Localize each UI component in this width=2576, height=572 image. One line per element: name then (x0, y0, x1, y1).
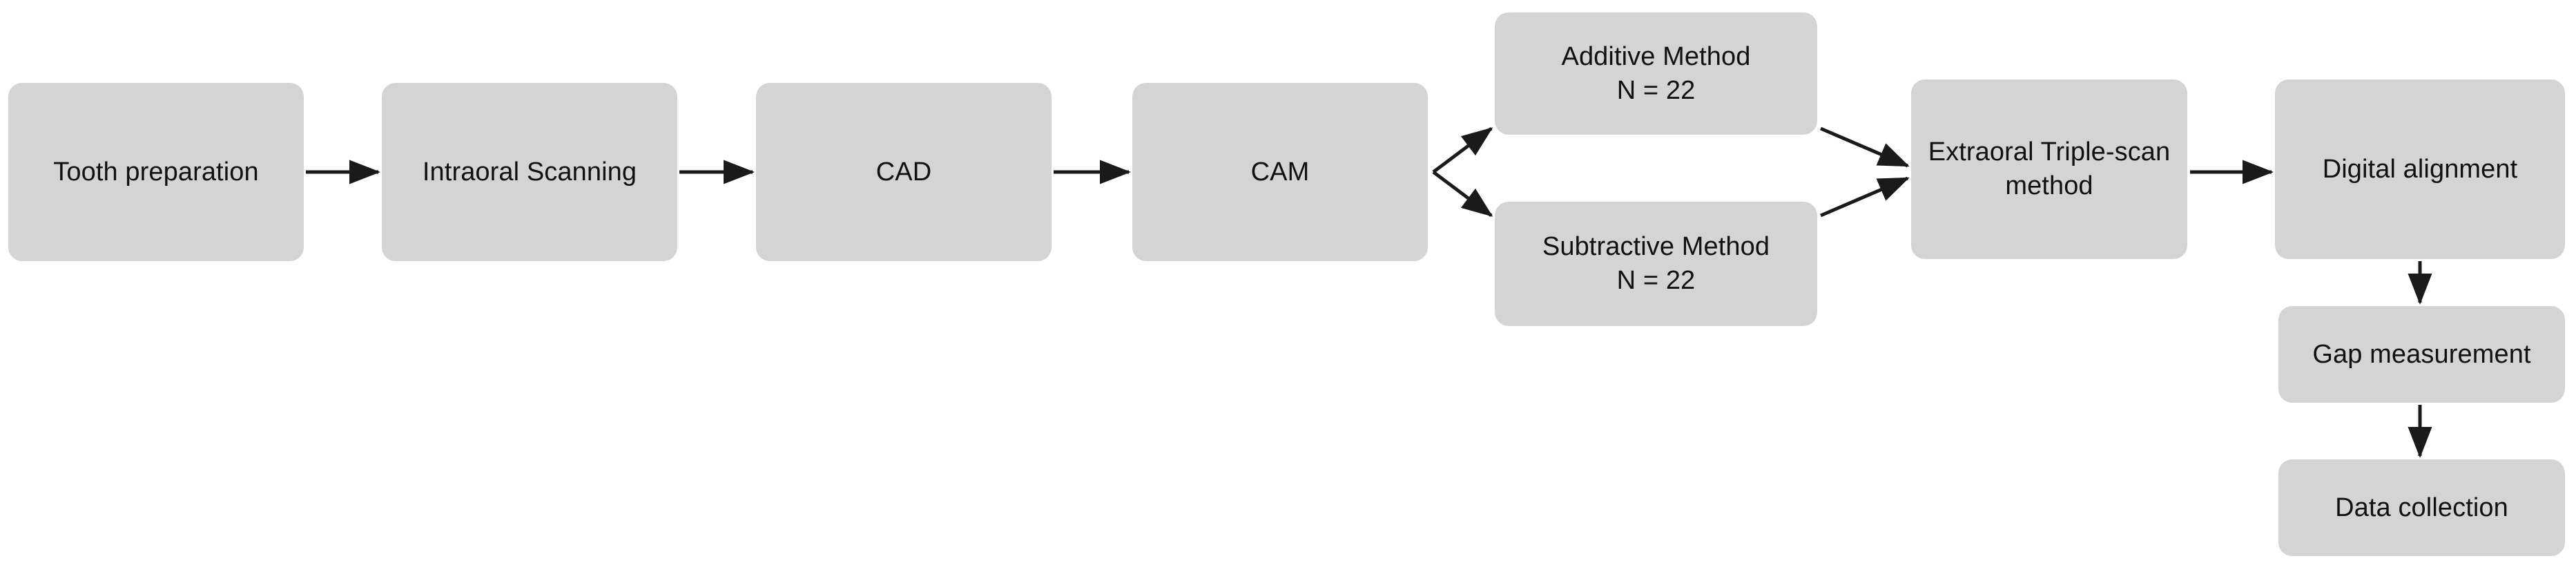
node-label: Intraoral Scanning (422, 157, 637, 187)
node-label: Additive Method N = 22 (1561, 41, 1751, 105)
node-data-collection[interactable]: Data collection (2278, 459, 2565, 556)
node-label: Extraoral Triple-scan method (1928, 137, 2171, 200)
node-digital-alignment[interactable]: Digital alignment (2275, 79, 2565, 259)
node-tooth-preparation[interactable]: Tooth preparation (8, 83, 304, 261)
edge-cam-to-subtractive-method (1432, 171, 1493, 217)
node-gap-measurement[interactable]: Gap measurement (2278, 306, 2565, 403)
node-label: CAM (1250, 157, 1310, 187)
node-cam[interactable]: CAM (1132, 83, 1428, 261)
node-label: CAD (875, 157, 932, 187)
node-intraoral-scanning[interactable]: Intraoral Scanning (382, 83, 677, 261)
node-label: Data collection (2335, 493, 2508, 522)
node-label: Gap measurement (2312, 339, 2531, 369)
node-label: Subtractive Method N = 22 (1542, 232, 1770, 295)
node-label: Tooth preparation (53, 157, 259, 187)
node-subtractive-method[interactable]: Subtractive Method N = 22 (1495, 202, 1817, 326)
node-label: Digital alignment (2322, 154, 2518, 184)
edge-cam-to-additive-method (1432, 127, 1493, 173)
node-cad[interactable]: CAD (756, 83, 1052, 261)
edge-additive-method-to-extraoral (1820, 126, 1910, 168)
node-extraoral-triple-scan-method[interactable]: Extraoral Triple-scan method (1911, 79, 2187, 259)
node-additive-method[interactable]: Additive Method N = 22 (1495, 12, 1817, 135)
edge-subtractive-method-to-extraoral (1820, 176, 1910, 218)
